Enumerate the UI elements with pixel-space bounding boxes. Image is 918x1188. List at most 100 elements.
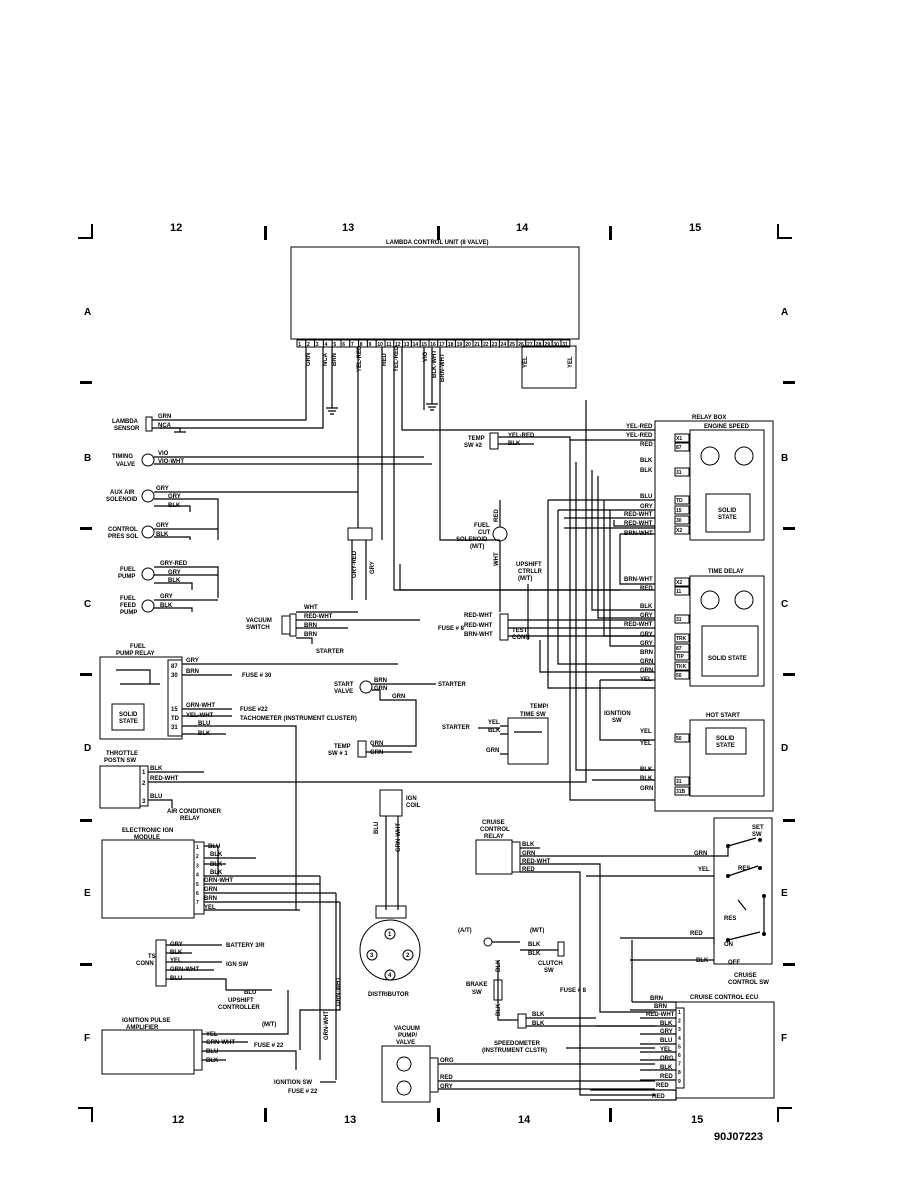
throttle-position-switch: THROTTLE POSTN SW 1 2 3 BLK RED-WHT BLU … bbox=[99, 400, 587, 822]
svg-text:STARTER: STARTER bbox=[442, 725, 471, 731]
relay-pin-label: TIP bbox=[676, 654, 684, 660]
upshift-controller: UPSHIFT CTRLLR (M/T) bbox=[516, 562, 543, 640]
ecu-pin-number: 28 bbox=[536, 342, 542, 348]
ecu-pin-number: 11 bbox=[386, 342, 392, 348]
svg-text:GRN-WHT: GRN-WHT bbox=[204, 878, 233, 884]
svg-text:GRY: GRY bbox=[160, 594, 173, 600]
ign-coil: IGN COIL BLU GRN-WHT bbox=[374, 789, 421, 910]
svg-text:GRY: GRY bbox=[186, 658, 199, 664]
ecu-pin-number: 8 bbox=[360, 342, 363, 348]
svg-text:VIO-WHT: VIO-WHT bbox=[158, 459, 184, 465]
svg-text:GRN: GRN bbox=[694, 851, 707, 857]
svg-text:BLK: BLK bbox=[160, 603, 173, 609]
svg-text:FUEL: FUEL bbox=[474, 523, 490, 529]
svg-text:BLK: BLK bbox=[150, 766, 163, 772]
svg-text:BLU: BLU bbox=[150, 794, 162, 800]
ecu-pin-number: 31 bbox=[562, 342, 568, 348]
cruise-ecu-pin-number: 6 bbox=[678, 1053, 681, 1059]
ecu-pin-number: 5 bbox=[333, 342, 336, 348]
svg-text:BLK: BLK bbox=[528, 942, 541, 948]
svg-text:RED-WHT: RED-WHT bbox=[304, 614, 333, 620]
vacuum-switch: VACUUM SWITCH WHT RED-WHT BRN BRN STARTE… bbox=[246, 605, 420, 655]
svg-text:FUEL: FUEL bbox=[120, 596, 136, 602]
svg-text:BLU: BLU bbox=[208, 844, 220, 850]
svg-text:BLK: BLK bbox=[210, 870, 223, 876]
svg-text:TD: TD bbox=[171, 716, 180, 722]
relay-pin-label: X2 bbox=[676, 580, 682, 586]
ecu-pin-number: 15 bbox=[421, 342, 427, 348]
cruise-ecu-pin-number: 9 bbox=[678, 1079, 681, 1085]
svg-text:STARTER: STARTER bbox=[438, 682, 467, 688]
svg-text:(INSTRUMENT CLSTR): (INSTRUMENT CLSTR) bbox=[482, 1048, 547, 1054]
relay-pin-label: 31 bbox=[676, 617, 682, 623]
svg-text:30: 30 bbox=[171, 673, 178, 679]
svg-text:SWITCH: SWITCH bbox=[246, 625, 270, 631]
svg-text:FUSE # 8: FUSE # 8 bbox=[560, 988, 587, 994]
svg-text:BLK: BLK bbox=[660, 1065, 673, 1071]
relay-pin-label: 50 bbox=[676, 673, 682, 679]
svg-text:BLK: BLK bbox=[660, 1021, 673, 1027]
svg-text:(M/T): (M/T) bbox=[262, 1022, 276, 1028]
svg-text:CRUISE CONTROL ECU: CRUISE CONTROL ECU bbox=[690, 995, 758, 1001]
cruise-ecu-pin-number: 8 bbox=[678, 1070, 681, 1076]
ecu-pin-number: 14 bbox=[413, 342, 419, 348]
svg-text:SW: SW bbox=[612, 718, 622, 724]
svg-text:HOT START: HOT START bbox=[706, 713, 740, 719]
svg-text:TSI: TSI bbox=[148, 954, 158, 960]
svg-text:2: 2 bbox=[142, 781, 146, 787]
svg-text:1: 1 bbox=[388, 932, 392, 938]
ignition-switch-label: IGNITION SW FUSE # 22 bbox=[274, 1080, 336, 1095]
svg-text:ELECTRONIC IGN: ELECTRONIC IGN bbox=[122, 828, 173, 834]
svg-text:BATTERY 3/R: BATTERY 3/R bbox=[226, 943, 265, 949]
ecu-pin-number: 25 bbox=[509, 342, 515, 348]
svg-text:VALVE: VALVE bbox=[396, 1040, 415, 1046]
row-label-a: A bbox=[84, 307, 91, 318]
ecu-pin-number: 21 bbox=[474, 342, 480, 348]
svg-text:GRY-RED: GRY-RED bbox=[352, 550, 358, 578]
cruise-control-ecu: CRUISE CONTROL ECU BRN BRN RED-WHT BLK G… bbox=[590, 940, 775, 1101]
ecu-pin-number: 16 bbox=[430, 342, 436, 348]
relay-pin-label: 31 bbox=[676, 779, 682, 785]
fuel-cut-solenoid: FUEL CUT SOLENOID (M/T) RED WHT bbox=[456, 500, 508, 612]
svg-text:BLU: BLU bbox=[206, 1049, 218, 1055]
svg-text:SOLID: SOLID bbox=[716, 736, 735, 742]
module-pin-number: 4 bbox=[196, 873, 199, 879]
wire-label: NCA bbox=[323, 352, 329, 366]
svg-text:GRN-WHT: GRN-WHT bbox=[186, 703, 215, 709]
ecu-body bbox=[290, 246, 580, 340]
svg-text:PRES SOL: PRES SOL bbox=[108, 534, 139, 540]
svg-text:CLUTCH: CLUTCH bbox=[538, 961, 563, 967]
svg-text:RES: RES bbox=[724, 916, 736, 922]
svg-text:RED: RED bbox=[652, 1094, 665, 1100]
ecu-title: LAMBDA CONTROL UNIT (8 VALVE) bbox=[386, 240, 488, 246]
svg-text:BRN-WHT: BRN-WHT bbox=[464, 632, 493, 638]
lambda-sensor: LAMBDA SENSOR GRN NCA bbox=[112, 414, 186, 433]
svg-text:3: 3 bbox=[370, 953, 374, 959]
diagram-code: 90J07223 bbox=[714, 1131, 763, 1143]
svg-text:TACHOMETER (INSTRUMENT CLUSTER: TACHOMETER (INSTRUMENT CLUSTER) bbox=[240, 716, 357, 722]
relay-pin-label: 87 bbox=[676, 646, 682, 652]
row-label-b-right: B bbox=[781, 453, 788, 464]
module-pin-number: 3 bbox=[196, 863, 199, 869]
svg-text:START: START bbox=[334, 682, 354, 688]
cruise-control-switch: SET SW RES RES ON OFF CRUISE CONTROL SW … bbox=[586, 817, 773, 986]
svg-text:RED: RED bbox=[660, 1074, 673, 1080]
col-label-15-bottom: 15 bbox=[691, 1114, 703, 1126]
row-label-f: F bbox=[84, 1033, 90, 1044]
svg-text:GRN-WHT: GRN-WHT bbox=[324, 1011, 330, 1040]
svg-text:BLK: BLK bbox=[168, 578, 181, 584]
svg-text:RED-WHT: RED-WHT bbox=[624, 512, 653, 518]
svg-text:GRN: GRN bbox=[370, 741, 383, 747]
svg-text:TEMP: TEMP bbox=[334, 744, 351, 750]
svg-text:MODULE: MODULE bbox=[134, 835, 160, 841]
svg-text:PUMP: PUMP bbox=[118, 574, 135, 580]
svg-text:RED: RED bbox=[494, 509, 500, 522]
fuel-feed-pump: FUEL FEED PUMP GRY BLK bbox=[120, 594, 218, 616]
svg-text:CRUISE: CRUISE bbox=[734, 973, 757, 979]
svg-text:BRN: BRN bbox=[650, 996, 663, 1002]
svg-text:GRN: GRN bbox=[392, 694, 405, 700]
svg-text:87: 87 bbox=[171, 664, 178, 670]
